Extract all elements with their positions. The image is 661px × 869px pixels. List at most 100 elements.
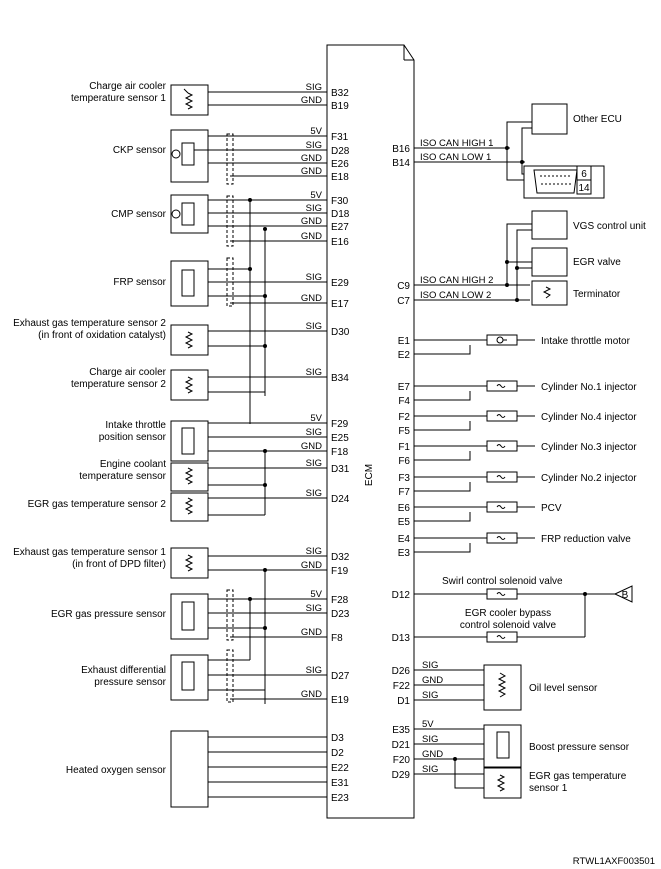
pin-label: F4 [398, 396, 410, 407]
actuator-box [486, 410, 518, 422]
terminator-label: Terminator [573, 289, 621, 300]
pin-label: D18 [331, 209, 350, 220]
egr-gas-temp-sensor-1 [470, 767, 522, 799]
signal-label: SIG [306, 82, 322, 93]
can-bus-1 [414, 103, 605, 199]
signal-label: SIG [306, 321, 322, 332]
signal-label: SIG [306, 140, 322, 151]
actuator-box [486, 532, 518, 544]
pin-label: F8 [331, 633, 343, 644]
pin-label: E17 [331, 299, 349, 310]
vgs-box [531, 210, 568, 240]
motor-symbol [496, 336, 507, 344]
engine-coolant-temp-sensor [170, 462, 327, 492]
vgs-label: VGS control unit [573, 221, 646, 232]
egr-temp-1-label: EGR gas temperature [529, 771, 627, 782]
can-label: ISO CAN HIGH 1 [420, 138, 493, 149]
pin-label: E26 [331, 159, 349, 170]
component-label: (in front of oxidation catalyst) [38, 330, 166, 341]
component-label: temperature sensor 2 [71, 379, 166, 390]
wire [414, 512, 471, 522]
exhaust-differential-pressure-sensor [170, 649, 327, 703]
component-label: Exhaust gas temperature sensor 2 [13, 318, 166, 329]
wire [414, 482, 471, 492]
ecm-label: ECM [364, 464, 375, 486]
pin-label: D31 [331, 464, 350, 475]
component-label: Exhaust gas temperature sensor 1 [13, 547, 166, 558]
actuator-box [486, 334, 518, 346]
component-label: EGR gas temperature sensor 2 [28, 499, 167, 510]
signal-label: SIG [306, 203, 322, 214]
component-label: temperature sensor 1 [71, 93, 166, 104]
component-label: Exhaust differential [81, 665, 166, 676]
signal-label: 5V [310, 126, 322, 137]
wire [414, 543, 471, 553]
component-label: Heated oxygen sensor [66, 765, 167, 776]
actuator-box [486, 501, 518, 513]
boost-pressure-sensor [414, 724, 522, 789]
signal-label: GND [301, 689, 322, 700]
signal-label: SIG [422, 660, 438, 671]
pin-label: D21 [392, 740, 411, 751]
pin-label: F22 [393, 681, 411, 692]
component-label: pressure sensor [94, 677, 166, 688]
signal-label: 5V [310, 413, 322, 424]
signal-label: GND [301, 153, 322, 164]
oil-level-label: Oil level sensor [529, 683, 598, 694]
signal-label: GND [422, 749, 443, 760]
pin-label: D27 [331, 671, 350, 682]
signal-label: 5V [310, 190, 322, 201]
can-label: ISO CAN HIGH 2 [420, 275, 493, 286]
signal-label: SIG [306, 427, 322, 438]
egr-temp-1-label: sensor 1 [529, 783, 568, 794]
pin-label: E1 [398, 336, 411, 347]
pin-label: E6 [398, 503, 411, 514]
pin-label: D29 [392, 770, 411, 781]
other-ecu-label: Other ECU [573, 114, 622, 125]
pin-label: B19 [331, 101, 349, 112]
oil-level-sensor [414, 664, 522, 711]
solenoids [414, 585, 633, 643]
signal-label: GND [301, 95, 322, 106]
charge-air-cooler-sensor-1 [170, 84, 327, 116]
pin-label: E4 [398, 534, 411, 545]
egr-valve-label: EGR valve [573, 257, 621, 268]
dlc-pin: 6 [581, 169, 587, 180]
wire [414, 451, 471, 461]
component-label: Charge air cooler [89, 367, 166, 378]
solenoid-label: EGR cooler bypass [465, 608, 551, 619]
gear-icon [171, 149, 181, 159]
component-label: EGR gas pressure sensor [51, 609, 167, 620]
ecm-box [326, 44, 415, 819]
actuator-label: Cylinder No.2 injector [541, 473, 637, 484]
can-bus-2 [414, 210, 568, 306]
egr-valve-box [531, 247, 568, 277]
component-label: Intake throttle [105, 420, 166, 431]
boost-label: Boost pressure sensor [529, 742, 630, 753]
component-label: Engine coolant [100, 459, 166, 470]
actuator-box [486, 471, 518, 483]
signal-label: SIG [422, 690, 438, 701]
actuators [414, 334, 535, 553]
actuator-label: Cylinder No.3 injector [541, 442, 637, 453]
signal-label: SIG [306, 546, 322, 557]
signal-label: GND [301, 560, 322, 571]
connector-b [613, 585, 633, 603]
signal-label: GND [301, 231, 322, 242]
pin-label: E29 [331, 278, 349, 289]
frp-sensor [170, 257, 327, 307]
component-label: Charge air cooler [89, 81, 166, 92]
component-label: position sensor [99, 432, 167, 443]
actuator-label: FRP reduction valve [541, 534, 631, 545]
egr-gas-temp-sensor-2 [170, 492, 327, 522]
signal-label: SIG [306, 665, 322, 676]
signal-label: SIG [306, 458, 322, 469]
pin-label: B14 [392, 158, 410, 169]
component-label: CKP sensor [113, 145, 167, 156]
pin-label: E35 [392, 725, 410, 736]
pin-label: D26 [392, 666, 411, 677]
coil-symbol [496, 444, 506, 448]
pin-label: C7 [397, 296, 410, 307]
